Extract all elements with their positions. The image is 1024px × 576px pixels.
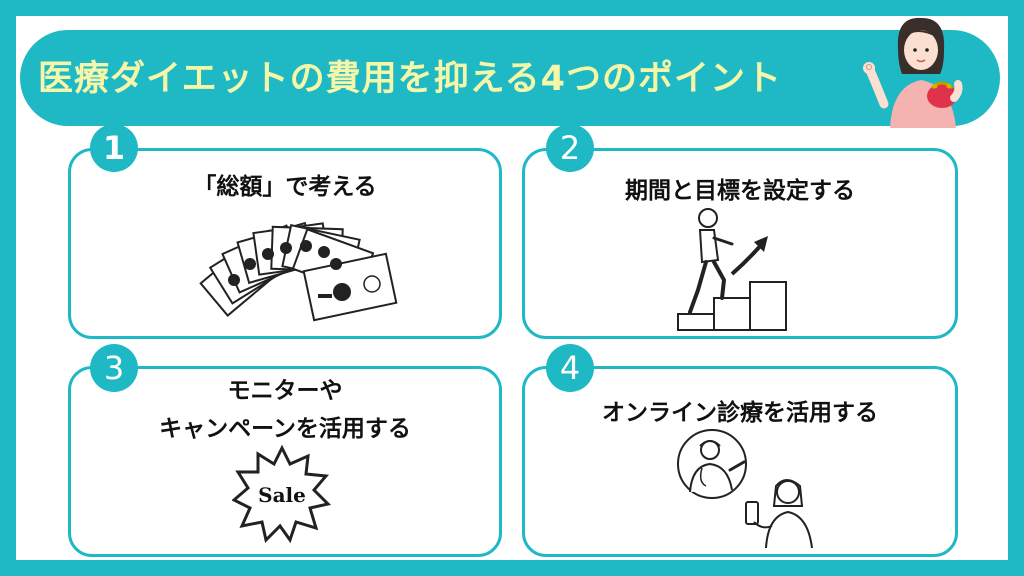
point-number-3: 3 bbox=[90, 344, 138, 392]
sale-badge-text: Sale bbox=[258, 483, 306, 507]
page-title: 医療ダイエットの費用を抑える4つのポイント bbox=[38, 59, 782, 99]
point-title-3-line1: モニターや bbox=[227, 378, 343, 404]
point-title-3-line2: キャンペーンを活用する bbox=[159, 416, 411, 442]
point-number-1: 1 bbox=[90, 124, 138, 172]
point-number-4: 4 bbox=[546, 344, 594, 392]
banknotes-fan-icon bbox=[199, 221, 398, 322]
woman-with-purse-icon bbox=[863, 17, 963, 128]
climbing-stairs-icon bbox=[677, 208, 787, 331]
point-number-2: 2 bbox=[546, 124, 594, 172]
point-title-1: 「総額」で考える bbox=[193, 174, 377, 200]
online-consultation-icon bbox=[677, 429, 813, 549]
sale-badge-icon: Sale bbox=[232, 444, 331, 544]
point-title-2: 期間と目標を設定する bbox=[625, 178, 855, 204]
point-title-4: オンライン診療を活用する bbox=[602, 400, 878, 426]
title-banner bbox=[20, 30, 1000, 126]
